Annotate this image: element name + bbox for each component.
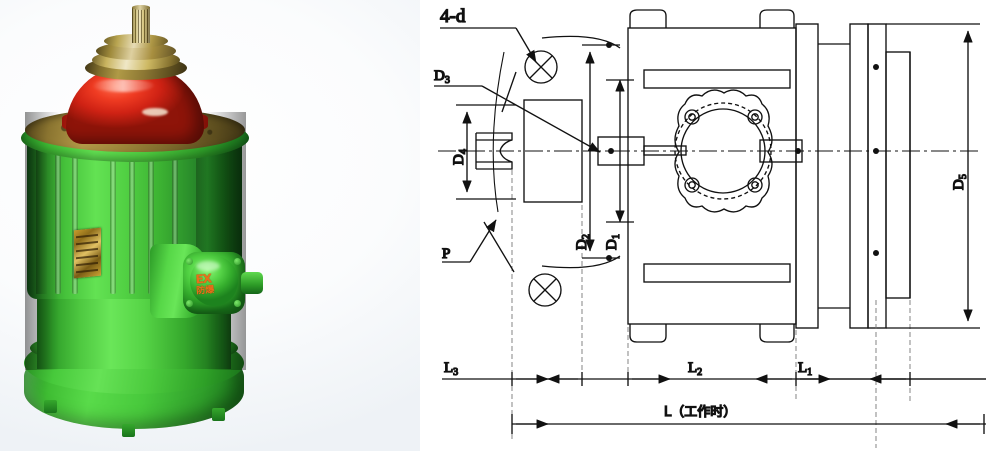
hole-callout-top	[524, 50, 558, 84]
base-foot	[44, 400, 57, 413]
label-P: P	[442, 246, 450, 262]
cooling-fin	[129, 146, 135, 294]
terminal-box-bolt	[234, 300, 241, 307]
explosion-proof-marking: EX 防爆	[195, 271, 239, 300]
right-flange-stack	[795, 23, 911, 329]
dome-scuff-mark	[142, 108, 168, 116]
cable-gland	[241, 272, 263, 294]
ex-label-chinese: 防爆	[196, 285, 215, 297]
label-L2: L2	[688, 360, 702, 378]
cooling-fin	[36, 146, 47, 294]
cooling-fin	[55, 146, 61, 294]
cooling-fin	[72, 146, 78, 294]
leader-4d	[440, 27, 537, 63]
terminal-box-bolt	[186, 300, 193, 307]
cooling-fin	[172, 146, 178, 294]
dome-highlight	[92, 79, 154, 92]
label-D4: D4	[451, 149, 469, 165]
shaft-tip	[132, 5, 150, 10]
label-D3: D3	[434, 68, 450, 86]
dimension-L-overall	[511, 414, 986, 434]
dimension-drawing: D4 D2 D1	[420, 0, 1000, 451]
leader-D3	[434, 71, 601, 153]
dimension-D1	[541, 35, 634, 269]
label-L3: L3	[444, 360, 458, 378]
label-D2: D2	[574, 234, 592, 250]
shaft-splines	[132, 7, 150, 43]
leader-P	[442, 51, 515, 273]
terminal-box-highlight	[196, 261, 220, 271]
label-L1: L1	[798, 360, 812, 378]
label-D5: D5	[951, 174, 969, 190]
base-foot	[212, 408, 225, 421]
terminal-box-bolt	[186, 258, 193, 265]
base-foot	[122, 424, 135, 437]
label-L-working: L（工作时）	[664, 405, 736, 420]
cooling-fin	[148, 146, 154, 294]
label-D1: D1	[604, 234, 622, 250]
label-4-d: 4-d	[440, 6, 466, 27]
dimension-D5	[886, 23, 980, 329]
cooling-fin	[110, 146, 116, 294]
nameplate	[74, 227, 101, 279]
body-outline	[627, 9, 797, 343]
axis-dots	[608, 148, 879, 154]
hole-callout-bottom	[528, 273, 562, 307]
dimension-D4	[456, 104, 516, 200]
housing-shadow-left	[25, 112, 59, 370]
product-photograph: EX 防爆	[0, 0, 420, 451]
terminal-box-bolt	[234, 258, 241, 265]
cooling-fin	[196, 146, 207, 294]
drawing-canvas: D4 D2 D1	[433, 5, 986, 448]
